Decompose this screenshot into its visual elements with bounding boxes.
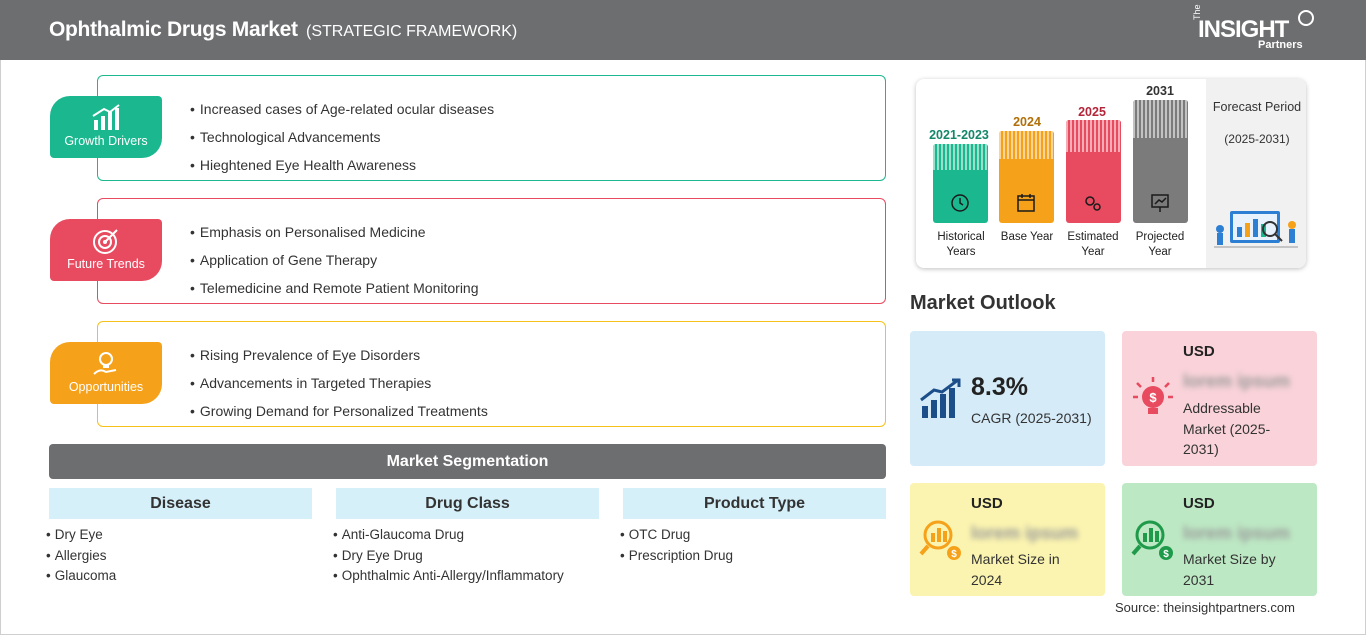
insight-partners-logo: The INSIGHT Partners [1190,4,1320,54]
growth-drivers-badge: Growth Drivers [50,96,162,158]
growth-chart-icon [920,378,961,418]
year-label: 2031 [1146,84,1174,98]
size2024-label: Market Size in 2024 [971,551,1060,588]
bar-caption: Projected Year [1135,231,1185,258]
future-trends-badge: Future Trends [50,219,162,281]
timeline-card: Forecast Period (2025-2031) 2021-2023 Hi… [916,79,1306,268]
list-item: Growing Demand for Personalized Treatmen… [190,397,488,425]
history-icon [951,194,969,212]
header-bar: Ophthalmic Drugs Market (STRATEGIC FRAME… [0,0,1366,60]
bar-caption: Historical Years [937,231,985,258]
cagr-label: CAGR (2025-2031) [971,410,1092,426]
list-item: Allergies [46,546,116,567]
bar-caption: Base Year [1000,231,1054,243]
size2024-usd: USD [971,495,1003,512]
segment-list-disease: Dry Eye Allergies Glaucoma [46,525,117,587]
timeline-bar-historical [933,144,988,223]
cagr-value: 8.3% [971,373,1028,401]
size2031-usd: USD [1183,495,1215,512]
forecast-years: (2025-2031) [1224,132,1290,146]
list-item: Glaucoma [46,566,117,587]
badge-label: Future Trends [67,257,145,271]
list-item: Increased cases of Age-related ocular di… [190,95,494,123]
list-item: Application of Gene Therapy [190,246,479,274]
addressable-label: Addressable Market (2025-2031) [1183,400,1271,457]
lightbulb-hand-icon [93,352,117,375]
list-item: Ophthalmic Anti-Allergy/Inflammatory [333,566,564,587]
list-item: Advancements in Targeted Therapies [190,369,488,397]
opportunities-box: Rising Prevalence of Eye Disorders Advan… [97,321,886,427]
growth-drivers-box: Increased cases of Age-related ocular di… [97,75,886,181]
timeline-bar-estimated [1066,120,1121,223]
source-link[interactable]: Source: theinsightpartners.com [1115,600,1295,615]
list-item: Telemedicine and Remote Patient Monitori… [190,274,479,302]
addressable-market-card: $ USD lorem ipsum Addressable Market (20… [1122,331,1317,466]
svg-text:$: $ [951,549,957,560]
list-item: Prescription Drug [620,546,733,567]
opportunities-badge: Opportunities [50,342,162,404]
list-item: Rising Prevalence of Eye Disorders [190,341,488,369]
size2031-value: lorem ipsum [1183,523,1291,543]
segment-heading-drug-class: Drug Class [336,488,599,519]
list-item: OTC Drug [620,525,733,546]
year-label: 2021-2023 [929,128,989,142]
svg-text:$: $ [1149,390,1157,405]
year-label: 2025 [1078,105,1106,119]
segment-heading-product-type: Product Type [623,488,886,519]
size2031-label: Market Size by 2031 [1183,551,1276,588]
lightbulb-dollar-icon: $ [1133,377,1173,414]
list-item: Dry Eye [46,525,116,546]
list-item: Technological Advancements [190,123,494,151]
page-subtitle: (STRATEGIC FRAMEWORK) [306,23,518,40]
magnifier-chart-icon: $ [919,520,961,560]
bar-caption: Estimated Year [1067,231,1119,258]
list-item: Dry Eye Drug [333,546,564,567]
size2024-value: lorem ipsum [971,523,1079,543]
magnifier-chart-icon: $ [1131,520,1173,560]
analytics-illustration-icon [1214,211,1298,248]
future-trends-box: Emphasis on Personalised Medicine Applic… [97,198,886,304]
list-item: Emphasis on Personalised Medicine [190,218,479,246]
cagr-card: 8.3% CAGR (2025-2031) [910,331,1105,466]
forecast-label: Forecast Period [1212,100,1302,114]
addressable-usd: USD [1183,343,1215,360]
segment-heading-disease: Disease [49,488,312,519]
gears-icon [1085,196,1101,211]
svg-text:$: $ [1163,549,1169,560]
segment-list-product-type: OTC Drug Prescription Drug [620,525,733,566]
calendar-icon [1017,194,1035,212]
segmentation-title: Market Segmentation [49,444,886,479]
segment-list-drug-class: Anti-Glaucoma Drug Dry Eye Drug Ophthalm… [333,525,564,587]
market-outlook-title: Market Outlook [910,292,1056,314]
presentation-icon [1151,194,1169,212]
market-size-2024-card: $ USD lorem ipsum Market Size in 2024 [910,483,1105,596]
list-item: Hieghtened Eye Health Awareness [190,151,494,179]
list-item: Anti-Glaucoma Drug [333,525,564,546]
market-size-2031-card: $ USD lorem ipsum Market Size by 2031 [1122,483,1317,596]
badge-label: Opportunities [68,380,144,394]
timeline-bar-projected [1133,100,1188,223]
year-label: 2024 [1013,115,1041,129]
badge-label: Growth Drivers [64,134,148,148]
target-icon [93,229,118,254]
addressable-value: lorem ipsum [1183,371,1291,391]
timeline-bar-base [999,131,1054,223]
page-title: Ophthalmic Drugs Market [49,18,298,41]
bar-growth-icon [92,104,120,130]
